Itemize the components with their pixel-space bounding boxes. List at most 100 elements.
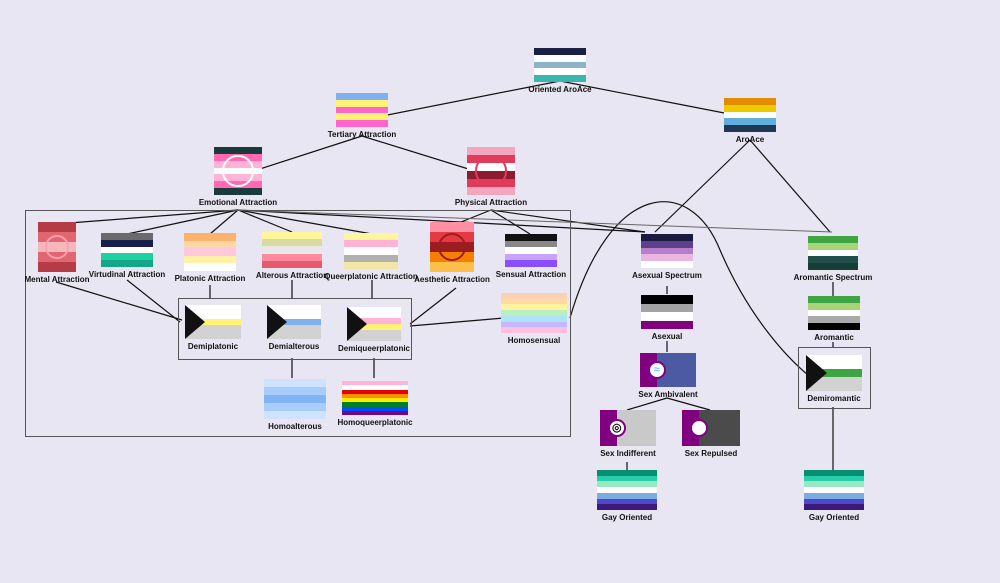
flag-stripe: [184, 233, 236, 241]
flag-stripe: [806, 355, 862, 363]
flag-emblem: [475, 155, 507, 187]
homosensual-flag: [501, 293, 567, 333]
flag-stripe: [804, 475, 864, 482]
flag-stripe: [336, 99, 388, 107]
emotional-flag: [214, 147, 262, 195]
asexual-label: Asexual: [651, 332, 683, 341]
flag-stripe: [184, 255, 236, 264]
demi-group-box: [178, 298, 412, 360]
flag-stripe: [430, 262, 474, 272]
flag-stripe: [347, 307, 401, 313]
flag-stripe: [724, 125, 776, 132]
flag-stripe: [808, 309, 860, 317]
aesthetic-flag: [430, 222, 474, 272]
homoqueerplatonic-label: Homoqueerplatonic: [337, 418, 413, 427]
flag-stripe: [806, 362, 862, 370]
flag-stripe: [184, 263, 236, 271]
gay-oriented-aro-label: Gay Oriented: [808, 513, 860, 522]
flag-stripe: [214, 188, 262, 195]
flag-stripe: [597, 492, 657, 499]
sex-indifferent-flag: ◎: [600, 410, 656, 446]
flag-stripe: [597, 504, 657, 510]
flag-triangle: [267, 305, 287, 339]
flag-stripe: [808, 236, 858, 243]
tertiary-flag: [336, 93, 388, 127]
oriented-aroace-label: Oriented AroAce: [528, 85, 592, 94]
flag-stripe: [101, 253, 153, 261]
flag-stripe: [804, 487, 864, 493]
gay-oriented-aro-flag: [804, 470, 864, 510]
demiromantic-node: Demiromantic: [786, 355, 882, 403]
demiqueerplatonic-label: Demiqueerplatonic: [337, 344, 410, 353]
flag-stripe: [38, 262, 76, 272]
flag-triangle: [806, 355, 827, 391]
flag-stripe: [724, 118, 776, 126]
flag-symbol-icon: ≈: [647, 361, 666, 379]
flag-stripe: [641, 320, 693, 329]
flag-stripe: [347, 329, 401, 336]
flag-stripe: [336, 120, 388, 127]
flag-stripe: [641, 303, 693, 312]
aromantic-spectrum-label: Aromantic Spectrum: [793, 273, 873, 282]
demiromantic-box: [798, 347, 871, 409]
flag-stripe: [641, 240, 693, 248]
flag-stripe: [597, 470, 657, 476]
flag-stripe: [185, 332, 241, 339]
flag-stripe: [808, 323, 860, 330]
flag-stripe: [267, 318, 321, 326]
demialterous-node: Demialterous: [247, 305, 341, 351]
flag-stripe: [808, 242, 858, 250]
flag-stripe: [267, 311, 321, 319]
flag-stripe: [808, 249, 858, 257]
flag-stripe: [641, 254, 693, 262]
flag-stripe: [597, 498, 657, 505]
asexual-spectrum-label: Asexual Spectrum: [632, 271, 702, 280]
demiplatonic-flag: [185, 305, 241, 339]
flag-emblem: [44, 234, 70, 260]
flag-stripe: [534, 54, 586, 62]
flag-stripe: [101, 260, 153, 267]
gay-oriented-aro-node: Gay Oriented: [784, 470, 884, 522]
sex-repulsed-flag: ▬: [682, 410, 740, 446]
alterous-label: Alterous Attraction: [255, 271, 329, 280]
flag-stripe: [501, 298, 567, 305]
homoalterous-flag: [264, 379, 326, 419]
flag-stripe: [501, 327, 567, 333]
flag-stripe: [347, 324, 401, 330]
flag-stripe: [804, 498, 864, 505]
flag-stripe: [505, 247, 557, 254]
flag-stripe: [342, 381, 408, 386]
flag-stripe: [184, 248, 236, 256]
demiromantic-label: Demiromantic: [807, 394, 861, 403]
demialterous-flag: [267, 305, 321, 339]
flag-stripe: [505, 234, 557, 241]
flag-stripe: [185, 318, 241, 326]
flag-stripe: [184, 240, 236, 249]
flag-stripe: [347, 318, 401, 325]
flag-stripe: [505, 260, 557, 267]
alterous-flag: [262, 232, 322, 268]
flag-stripe: [505, 253, 557, 261]
homoalterous-node: Homoalterous: [244, 379, 346, 431]
virtudinal-label: Virtudinal Attraction: [88, 270, 166, 279]
emotional-physical-group-box: [25, 210, 571, 437]
flag-stripe: [808, 316, 860, 324]
flag-stripe: [264, 395, 326, 403]
flag-stripe: [262, 253, 322, 261]
platonic-flag: [184, 233, 236, 271]
aroace-node: AroAce: [704, 98, 796, 144]
flag-stripe: [267, 325, 321, 333]
demiqueerplatonic-flag: [347, 307, 401, 341]
flag-stripe: [347, 312, 401, 319]
flag-stripe: [804, 470, 864, 476]
flag-stripe: [342, 402, 408, 407]
flag-stripe: [804, 504, 864, 510]
flag-triangle: [347, 307, 367, 341]
flag-stripe: [806, 369, 862, 377]
aroace-label: AroAce: [735, 135, 765, 144]
physical-label: Physical Attraction: [454, 198, 528, 207]
physical-node: Physical Attraction: [447, 147, 535, 207]
aesthetic-label: Aesthetic Attraction: [414, 275, 490, 284]
flag-stripe: [336, 113, 388, 121]
